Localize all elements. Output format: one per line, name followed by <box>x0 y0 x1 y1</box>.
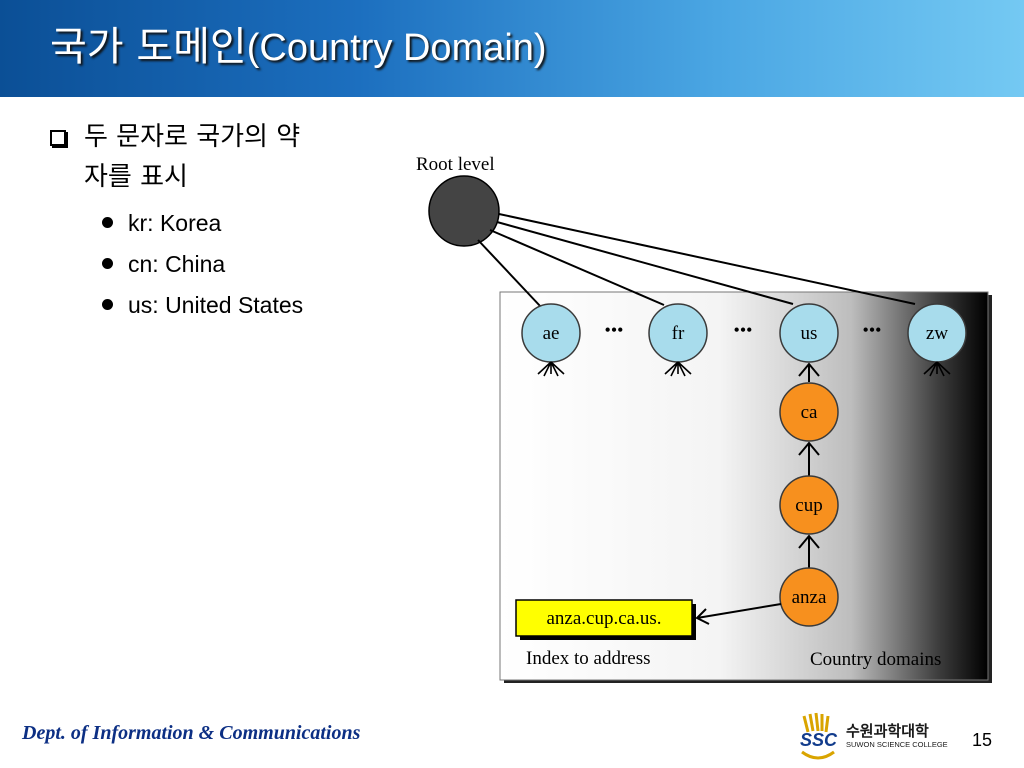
main-bullet: 두 문자로 국가의 약 자를 표시 <box>48 117 398 197</box>
ellipsis-2: ••• <box>734 320 753 340</box>
node-zw-children-icon <box>923 361 951 377</box>
arrowhead-ca <box>798 441 820 456</box>
node-fr-label: fr <box>672 323 685 344</box>
college-emblem-icon <box>801 712 835 760</box>
node-fr-children-icon <box>664 361 692 377</box>
node-anza: anza <box>779 567 839 627</box>
sub-bullet-list: kr: Korea cn: China us: United States <box>100 203 398 326</box>
address-box-text: anza.cup.ca.us. <box>547 608 662 629</box>
sub-bullet-item: us: United States <box>100 285 398 326</box>
sub-bullet-text: kr: Korea <box>128 210 222 236</box>
sub-bullet-text: us: United States <box>128 292 304 318</box>
edge-root-zw <box>498 213 916 305</box>
node-zw: zw <box>907 303 967 377</box>
dot-bullet-icon <box>102 299 113 310</box>
edge-anza-address <box>696 603 782 619</box>
address-box <box>515 599 693 637</box>
footer-department: Dept. of Information & Communications <box>22 722 361 744</box>
node-ae: ae <box>521 303 581 377</box>
college-logo: SSC 수원과학대학 SUWON SCIENCE COLLEGE <box>798 712 958 762</box>
slide-title: 국가 도메인(Country Domain) <box>50 14 547 72</box>
ellipsis-1: ••• <box>605 320 624 340</box>
node-ae-label: ae <box>543 323 560 344</box>
edge-root-us <box>496 221 794 305</box>
dot-bullet-icon <box>102 258 113 269</box>
node-cup: cup <box>779 475 839 535</box>
node-us: us <box>779 303 839 363</box>
sub-bullet-item: cn: China <box>100 244 398 285</box>
edge-root-ae <box>477 239 542 308</box>
root-node <box>428 175 500 247</box>
title-english: (Country Domain) <box>246 27 547 69</box>
logo-korean-name: 수원과학대학 <box>846 722 929 740</box>
node-ae-children-icon <box>537 361 565 377</box>
node-ca-label: ca <box>801 402 818 423</box>
arrowhead-address <box>695 608 710 625</box>
title-korean: 국가 도메인 <box>50 24 247 70</box>
node-fr: fr <box>648 303 708 377</box>
ellipsis-3: ••• <box>863 320 882 340</box>
node-us-label: us <box>801 323 818 344</box>
logo-english-name: SUWON SCIENCE COLLEGE <box>846 740 948 749</box>
title-bar: 국가 도메인(Country Domain) <box>0 0 1024 97</box>
caption-country-domains: Country domains <box>810 649 941 670</box>
page-number: 15 <box>972 730 993 750</box>
node-ca: ca <box>779 382 839 442</box>
sub-bullet-text: cn: China <box>128 251 226 277</box>
node-anza-label: anza <box>792 587 827 608</box>
bullet-list: 두 문자로 국가의 약 자를 표시 kr: Korea cn: China us… <box>48 117 398 326</box>
node-zw-label: zw <box>926 323 948 344</box>
root-level-label: Root level <box>416 154 495 175</box>
node-cup-label: cup <box>795 495 822 516</box>
dns-country-domain-diagram: Root level ae ••• fr ••• us ••• zw ca cu… <box>416 154 992 683</box>
arrowhead-us <box>798 362 820 377</box>
checkbox-bullet-icon <box>50 130 66 146</box>
main-bullet-line-1: 두 문자로 국가의 약 <box>84 122 301 152</box>
main-bullet-line-2: 자를 표시 <box>84 162 188 192</box>
arrowhead-cup <box>798 534 820 549</box>
logo-abbrev: SSC <box>800 730 838 750</box>
edge-root-fr <box>489 229 665 306</box>
sub-bullet-item: kr: Korea <box>100 203 398 244</box>
dot-bullet-icon <box>102 217 113 228</box>
caption-index-to-address: Index to address <box>526 648 651 669</box>
